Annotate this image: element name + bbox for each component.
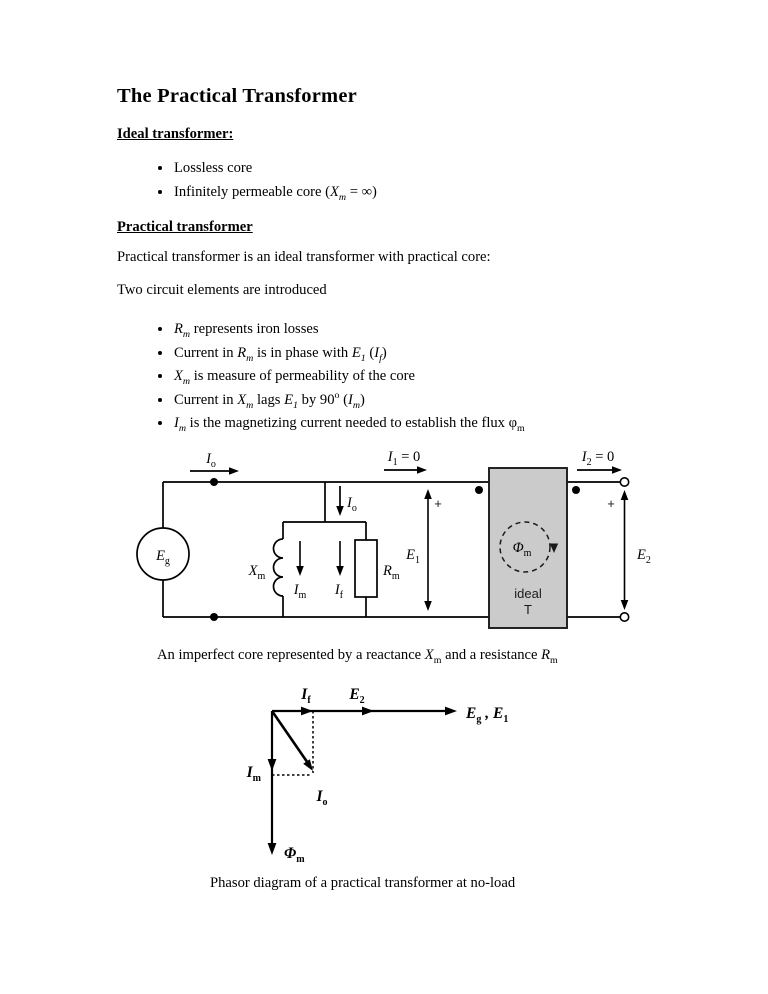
im-arrow bbox=[296, 541, 304, 576]
flux-direction-arrowhead bbox=[549, 543, 559, 553]
junction-dot bbox=[210, 613, 218, 621]
shunt-branch-wires bbox=[282, 482, 367, 617]
phasor-e2-label: E2 bbox=[348, 686, 364, 706]
flux-phasor-arrowhead bbox=[267, 843, 277, 855]
page-title: The Practical Transformer bbox=[117, 85, 357, 107]
list-item: Current in Xm lags E1 by 90o (Im) bbox=[173, 389, 525, 413]
list-item: Rm represents iron losses bbox=[173, 318, 525, 342]
core-loss-resistor bbox=[354, 539, 378, 598]
ideal-transformer-heading: Ideal transformer: bbox=[117, 126, 234, 142]
e1-voltage-arrow bbox=[424, 489, 432, 611]
vertical-phasors bbox=[267, 711, 277, 855]
secondary-plus-sign: + bbox=[607, 496, 615, 511]
rm-label: Rm bbox=[382, 563, 400, 582]
im-label: Im bbox=[293, 582, 307, 601]
practical-transformer-heading: Practical transformer bbox=[117, 219, 253, 235]
e2-label: E2 bbox=[636, 547, 651, 566]
ideal-transformer-list: Lossless core Infinitely permeable core … bbox=[155, 157, 377, 204]
list-item: Current in Rm is in phase with E1 (If) bbox=[173, 342, 525, 366]
io-branch-arrow bbox=[336, 486, 344, 516]
list-item: Lossless core bbox=[173, 157, 377, 181]
eg-e1-phasor-arrowhead bbox=[445, 706, 457, 716]
paragraph-intro: Practical transformer is an ideal transf… bbox=[117, 249, 491, 265]
io-branch-label: Io bbox=[346, 495, 357, 514]
ideal-label: ideal bbox=[514, 586, 542, 601]
flux-loop-circle bbox=[499, 521, 551, 573]
circuit-caption: An imperfect core represented by a react… bbox=[157, 647, 558, 666]
i1-zero-label: I1 = 0 bbox=[387, 449, 421, 468]
polarity-dot-secondary bbox=[572, 486, 580, 494]
phasor-caption: Phasor diagram of a practical transforme… bbox=[210, 875, 516, 891]
xm-label: Xm bbox=[248, 563, 266, 582]
phasor-im-label: Im bbox=[246, 764, 262, 784]
secondary-terminal-top bbox=[619, 476, 630, 487]
phasor-diagram: If E2 Eg , E1 Im Io Φm bbox=[246, 686, 509, 865]
i2-zero-label: I2 = 0 bbox=[581, 449, 615, 468]
phasor-eg-e1-label: Eg , E1 bbox=[465, 705, 508, 725]
polarity-dot-primary bbox=[475, 486, 483, 494]
junction-dot bbox=[210, 478, 218, 486]
secondary-terminal-bottom bbox=[619, 611, 630, 622]
e2-voltage-arrow bbox=[620, 490, 629, 610]
e1-label: E1 bbox=[405, 547, 420, 566]
im-phasor-arrowhead bbox=[267, 759, 277, 771]
horizontal-phasors bbox=[272, 706, 457, 716]
i2-arrow bbox=[577, 466, 622, 474]
paragraph-elements: Two circuit elements are introduced bbox=[117, 282, 327, 298]
phasor-if-label: If bbox=[300, 686, 311, 706]
list-item: Xm is measure of permeability of the cor… bbox=[173, 365, 525, 389]
io-resultant-phasor bbox=[270, 710, 313, 771]
io-top-label: Io bbox=[205, 451, 216, 470]
io-top-arrow bbox=[190, 467, 239, 475]
i1-arrow bbox=[384, 466, 427, 474]
primary-plus-sign: + bbox=[434, 496, 442, 511]
source-eg-circle bbox=[136, 527, 190, 581]
if-arrow bbox=[336, 541, 344, 576]
if-label: If bbox=[334, 582, 344, 601]
phasor-io-label: Io bbox=[315, 788, 327, 808]
e2-phasor-arrowhead bbox=[362, 706, 374, 716]
circuit-diagram: Eg Xm Rm Io I1 = 0 Io bbox=[136, 449, 651, 629]
phasor-flux-label: Φm bbox=[284, 845, 305, 865]
practical-transformer-list: Rm represents iron losses Current in Rm … bbox=[155, 318, 525, 436]
ideal-t-label: T bbox=[524, 602, 532, 617]
magnetizing-reactance-coil bbox=[272, 538, 284, 597]
if-phasor-arrowhead bbox=[301, 706, 313, 716]
list-item: Infinitely permeable core (Xm = ∞) bbox=[173, 181, 377, 205]
list-item: Im is the magnetizing current needed to … bbox=[173, 412, 525, 436]
projection-dotted-lines bbox=[272, 711, 314, 776]
